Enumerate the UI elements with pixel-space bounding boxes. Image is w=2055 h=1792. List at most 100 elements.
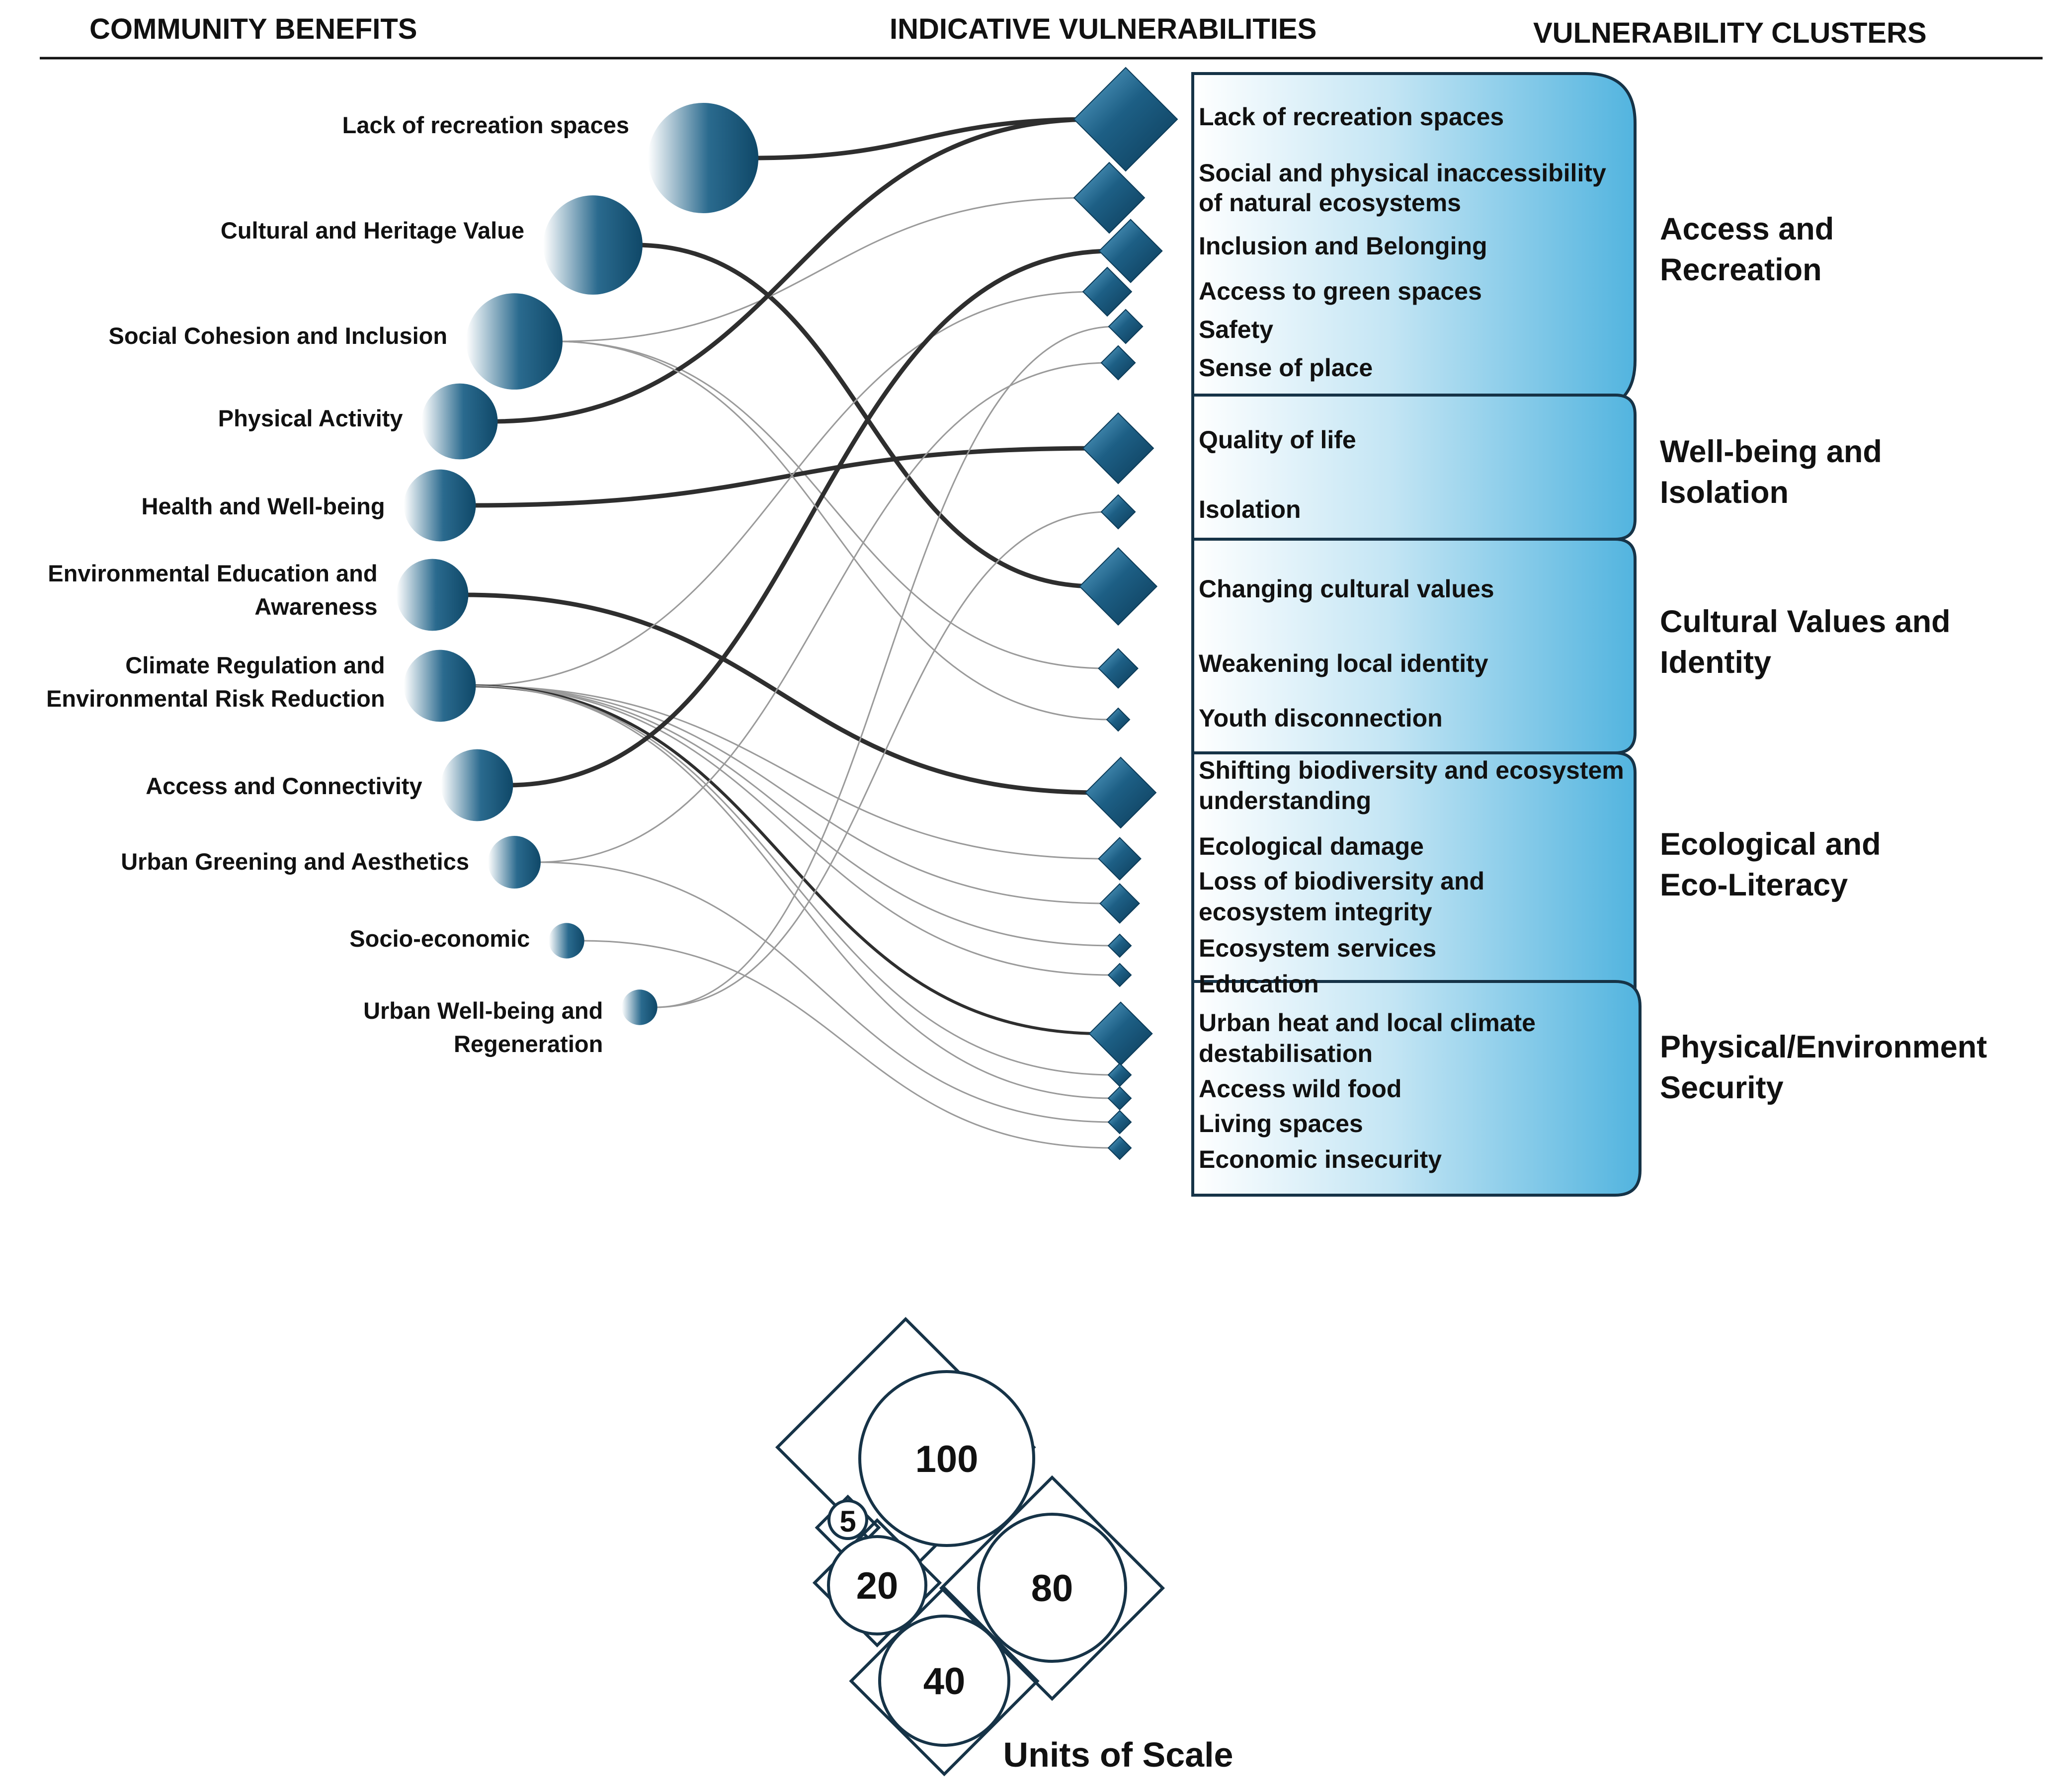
cluster-label-ecological-eco-literacy: Ecological and Eco-Literacy bbox=[1660, 827, 1890, 902]
vulnerability-education-diamond bbox=[1107, 963, 1132, 987]
benefit-urban-greening-and-aesthetics-node bbox=[488, 836, 541, 889]
vulnerability-economic-insecurity-diamond bbox=[1107, 1110, 1132, 1135]
link-11 bbox=[470, 685, 1113, 976]
vulnerability-economic-insecurity-label: Economic insecurity bbox=[1199, 1145, 1442, 1173]
benefit-cultural-and-heritage-value-label: Cultural and Heritage Value bbox=[221, 217, 524, 244]
vulnerability-clusters: Access and Recreation Well-being and Iso… bbox=[1191, 72, 1996, 1197]
cluster-label-physical-environment-security: Physical/Environment Security bbox=[1660, 1030, 1996, 1105]
scale-label-100: 100 bbox=[915, 1438, 979, 1480]
vulnerability-ecological-damage-label: Ecological damage bbox=[1199, 832, 1424, 860]
cluster-label-wellbeing-isolation: Well-being and Isolation bbox=[1660, 434, 1891, 510]
vulnerability-changing-cultural-values-diamond bbox=[1078, 547, 1158, 626]
vulnerability-lack-of-recreation-spaces-diamond bbox=[1073, 67, 1178, 172]
vulnerability-inclusion-and-belonging-label: Inclusion and Belonging bbox=[1199, 232, 1487, 260]
link-3 bbox=[555, 340, 1107, 669]
vulnerability-ecosystem-services-diamond bbox=[1107, 933, 1132, 958]
vulnerability-living-spaces-label: Living spaces bbox=[1199, 1110, 1363, 1138]
vulnerability-education-label: Education bbox=[1199, 970, 1319, 998]
headers: COMMUNITY BENEFITS INDICATIVE VULNERABIL… bbox=[40, 13, 2043, 60]
cluster-label-cultural-values-identity: Cultural Values and Identity bbox=[1660, 604, 1959, 680]
vulnerability-unlabeled-20-diamond bbox=[1107, 1136, 1132, 1160]
scale-circle-80 bbox=[977, 1513, 1127, 1663]
link-1 bbox=[635, 243, 1095, 589]
benefit-physical-activity-label: Physical Activity bbox=[218, 405, 403, 431]
vulnerability-safety-label: Safety bbox=[1199, 316, 1273, 343]
units-of-scale-legend: 100 5 20 80 40 Units of Scale bbox=[775, 1317, 1233, 1777]
vulnerability-ecological-damage-diamond bbox=[1098, 837, 1142, 881]
link-17 bbox=[537, 861, 1113, 1123]
vulnerability-sense-of-place-label: Sense of place bbox=[1199, 354, 1373, 382]
link-20 bbox=[655, 511, 1108, 1008]
link-14 bbox=[470, 685, 1113, 1099]
vulnerability-sense-of-place-diamond bbox=[1100, 345, 1136, 381]
vulnerability-youth-disconnection-diamond bbox=[1106, 707, 1131, 732]
scale-circle-100 bbox=[858, 1370, 1035, 1547]
benefit-socio-economic-label: Socio-economic bbox=[349, 925, 530, 952]
vulnerability-ecosystem-services-label: Ecosystem services bbox=[1199, 934, 1436, 962]
vulnerability-changing-cultural-values-label: Changing cultural values bbox=[1199, 575, 1494, 603]
link-15 bbox=[507, 248, 1112, 788]
benefit-access-and-connectivity-label: Access and Connectivity bbox=[146, 773, 422, 799]
vulnerability-access-wild-food-diamond bbox=[1107, 1062, 1132, 1087]
scale-label-5: 5 bbox=[839, 1505, 856, 1538]
benefit-health-and-well-being-node bbox=[404, 469, 476, 542]
vulnerability-urban-heat-and-local-climate-destabilisation-diamond bbox=[1088, 1001, 1153, 1066]
link-13 bbox=[470, 685, 1113, 1076]
vulnerability-living-spaces-diamond bbox=[1107, 1086, 1132, 1111]
link-7 bbox=[470, 291, 1093, 687]
cluster-box-physical-environment-security bbox=[1191, 980, 1642, 1197]
link-2 bbox=[555, 197, 1088, 342]
scale-title: Units of Scale bbox=[1003, 1735, 1233, 1774]
vulnerability-access-to-green-spaces-diamond bbox=[1082, 266, 1133, 317]
benefit-social-cohesion-and-inclusion-node bbox=[466, 293, 563, 390]
vulnerability-access-to-green-spaces-label: Access to green spaces bbox=[1199, 277, 1482, 305]
link-4 bbox=[492, 117, 1095, 424]
vulnerability-shifting-biodiversity-and-ecosystem-understanding-diamond bbox=[1084, 756, 1157, 829]
link-8 bbox=[470, 685, 1107, 860]
vulnerability-safety-diamond bbox=[1108, 309, 1144, 344]
vulnerability-quality-of-life-label: Quality of life bbox=[1199, 426, 1356, 454]
benefit-health-and-well-being-label: Health and Well-being bbox=[142, 493, 385, 519]
benefit-lack-of-recreation-spaces-node bbox=[648, 103, 758, 213]
link-12 bbox=[470, 684, 1102, 1035]
benefit-climate-regulation-and-environmental-risk-reduction-node bbox=[404, 650, 476, 722]
vulnerability-access-wild-food-label: Access wild food bbox=[1199, 1075, 1401, 1103]
vulnerability-youth-disconnection-label: Youth disconnection bbox=[1199, 704, 1443, 732]
header-community-benefits: COMMUNITY BENEFITS bbox=[89, 13, 417, 45]
link-10 bbox=[470, 685, 1113, 947]
link-5 bbox=[470, 446, 1097, 508]
vulnerability-isolation-label: Isolation bbox=[1199, 495, 1301, 523]
scale-label-80: 80 bbox=[1031, 1567, 1073, 1610]
scale-circle-5 bbox=[827, 1499, 868, 1540]
vulnerability-weakening-local-identity-diamond bbox=[1098, 648, 1139, 689]
benefit-urban-well-being-and-regeneration-node bbox=[622, 989, 658, 1025]
benefit-social-cohesion-and-inclusion-label: Social Cohesion and Inclusion bbox=[108, 323, 447, 349]
link-0 bbox=[750, 117, 1095, 161]
link-18 bbox=[581, 940, 1113, 1149]
scale-label-40: 40 bbox=[923, 1660, 966, 1703]
scale-label-20: 20 bbox=[856, 1565, 899, 1607]
vulnerability-isolation-diamond bbox=[1100, 494, 1136, 530]
vulnerability-inclusion-and-belonging-diamond bbox=[1098, 219, 1163, 283]
benefit-urban-greening-and-aesthetics-label: Urban Greening and Aesthetics bbox=[121, 848, 469, 875]
link-21 bbox=[555, 340, 1112, 721]
link-9 bbox=[470, 685, 1108, 904]
vulnerability-quality-of-life-diamond bbox=[1082, 412, 1154, 485]
benefit-cultural-and-heritage-value-node bbox=[543, 195, 643, 295]
benefit-environmental-education-and-awareness-node bbox=[396, 559, 469, 631]
benefit-socio-economic-node bbox=[549, 923, 584, 959]
vulnerability-loss-of-biodiversity-and-ecosystem-integrity-diamond bbox=[1099, 883, 1140, 924]
header-indicative-vulnerabilities: INDICATIVE VULNERABILITIES bbox=[890, 13, 1316, 45]
benefit-physical-activity-node bbox=[421, 383, 498, 460]
link-19 bbox=[655, 326, 1116, 1008]
links bbox=[463, 117, 1116, 1149]
scale-circle-40 bbox=[878, 1615, 1010, 1747]
